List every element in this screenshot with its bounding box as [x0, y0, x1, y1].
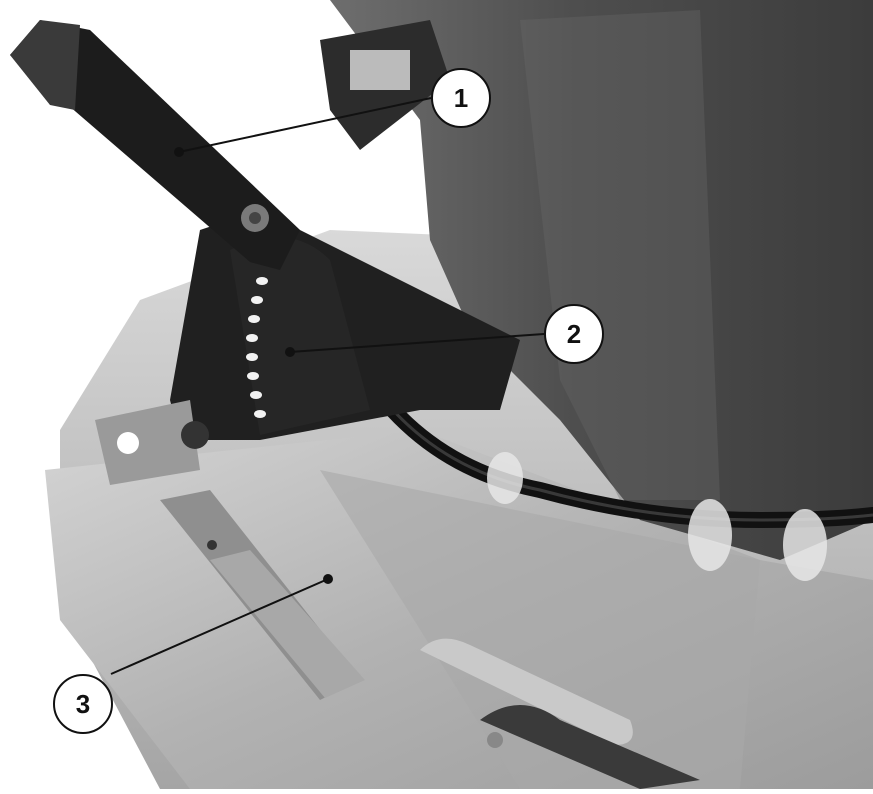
callout-1-label: 1 [453, 83, 469, 113]
hopper-body [330, 0, 873, 560]
callout-3: 3 [53, 674, 113, 734]
lever-arm [10, 20, 300, 270]
leader-line-3 [110, 578, 329, 675]
quadrant-plate [230, 237, 370, 435]
callout-3-label: 3 [75, 689, 91, 719]
leader-line-1 [178, 97, 432, 153]
callout-2-label: 2 [566, 319, 582, 349]
leader-line-2 [289, 333, 545, 353]
callout-2: 2 [544, 304, 604, 364]
callout-1: 1 [431, 68, 491, 128]
